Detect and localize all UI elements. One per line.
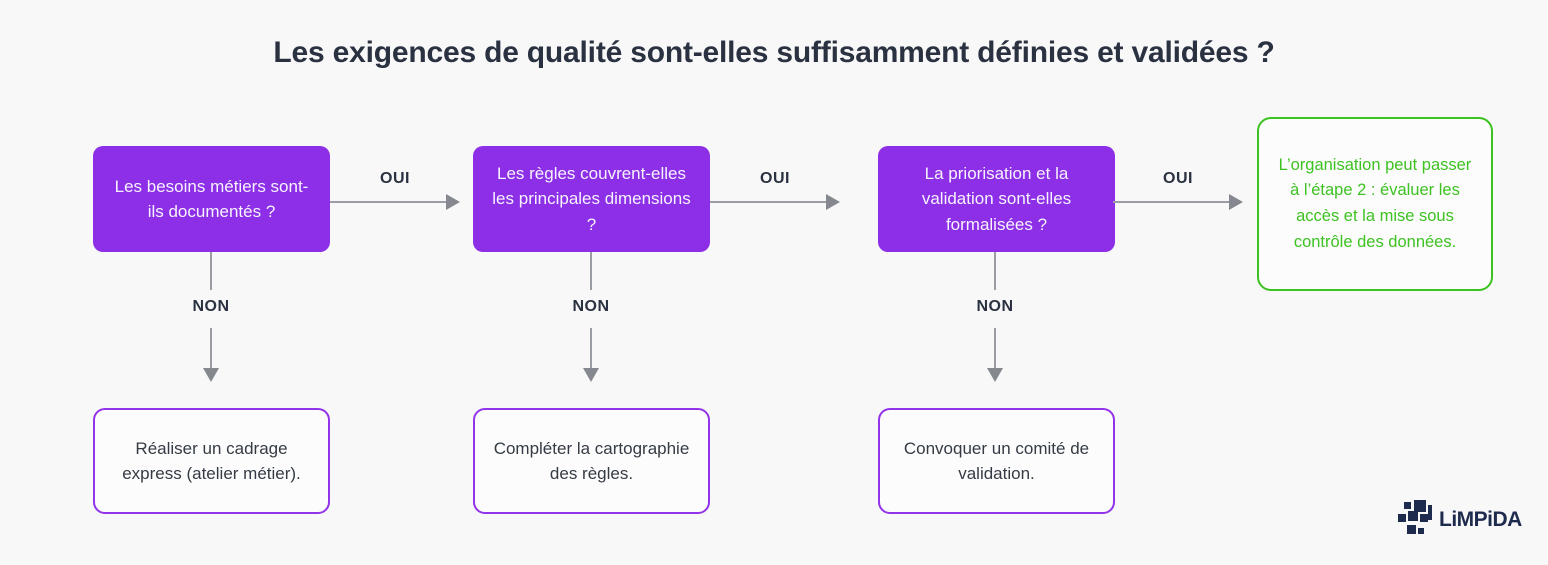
arrow-line bbox=[1113, 201, 1229, 203]
oui-label: OUI bbox=[380, 170, 410, 187]
arrow-line bbox=[710, 201, 826, 203]
oui-label: OUI bbox=[1163, 170, 1193, 187]
action-box-cartographie-regles: Compléter la cartographie des règles. bbox=[473, 408, 710, 514]
arrow-line bbox=[210, 328, 212, 368]
question-box-priorisation-validation: La priorisation et la validation sont-el… bbox=[878, 146, 1115, 252]
arrow-line bbox=[210, 252, 212, 290]
arrow-line bbox=[994, 252, 996, 290]
limpida-logo: LiMPiDA bbox=[1398, 499, 1522, 541]
arrow-down-icon bbox=[583, 368, 599, 382]
connector-non-3: NON bbox=[963, 252, 1027, 384]
arrow-down-icon bbox=[203, 368, 219, 382]
action-box-comite-validation: Convoquer un comité de validation. bbox=[878, 408, 1115, 514]
limpida-pixel-icon bbox=[1398, 500, 1432, 534]
arrow-right-icon bbox=[826, 194, 840, 210]
action-text: Compléter la cartographie des règles. bbox=[493, 438, 690, 484]
success-text: L’organisation peut passer à l’étape 2 :… bbox=[1278, 155, 1472, 251]
question-text: Les besoins métiers sont-ils documentés … bbox=[114, 176, 309, 222]
connector-oui-2: OUI bbox=[710, 170, 840, 212]
question-text: La priorisation et la validation sont-el… bbox=[921, 163, 1072, 234]
arrow-right-icon bbox=[1229, 194, 1243, 210]
non-label: NON bbox=[976, 298, 1014, 315]
arrow-line bbox=[994, 328, 996, 368]
arrow-line bbox=[330, 201, 446, 203]
oui-label: OUI bbox=[760, 170, 790, 187]
question-box-besoins-metiers: Les besoins métiers sont-ils documentés … bbox=[93, 146, 330, 252]
arrow-right-icon bbox=[446, 194, 460, 210]
connector-non-1: NON bbox=[179, 252, 243, 384]
question-box-regles-dimensions: Les règles couvrent-elles les principale… bbox=[473, 146, 710, 252]
arrow-line bbox=[590, 252, 592, 290]
page-title: Les exigences de qualité sont-elles suff… bbox=[273, 36, 1275, 69]
arrow-down-icon bbox=[987, 368, 1003, 382]
connector-oui-3: OUI bbox=[1113, 170, 1243, 212]
non-label: NON bbox=[572, 298, 610, 315]
connector-oui-1: OUI bbox=[330, 170, 460, 212]
connector-non-2: NON bbox=[559, 252, 623, 384]
arrow-line bbox=[590, 328, 592, 368]
non-label: NON bbox=[192, 298, 230, 315]
action-text: Convoquer un comité de validation. bbox=[903, 438, 1090, 484]
action-box-cadrage-express: Réaliser un cadrage express (atelier mét… bbox=[93, 408, 330, 514]
success-box-etape-2: L’organisation peut passer à l’étape 2 :… bbox=[1257, 117, 1493, 291]
question-text: Les règles couvrent-elles les principale… bbox=[492, 163, 691, 234]
action-text: Réaliser un cadrage express (atelier mét… bbox=[122, 438, 301, 484]
limpida-logo-text: LiMPiDA bbox=[1439, 508, 1522, 531]
